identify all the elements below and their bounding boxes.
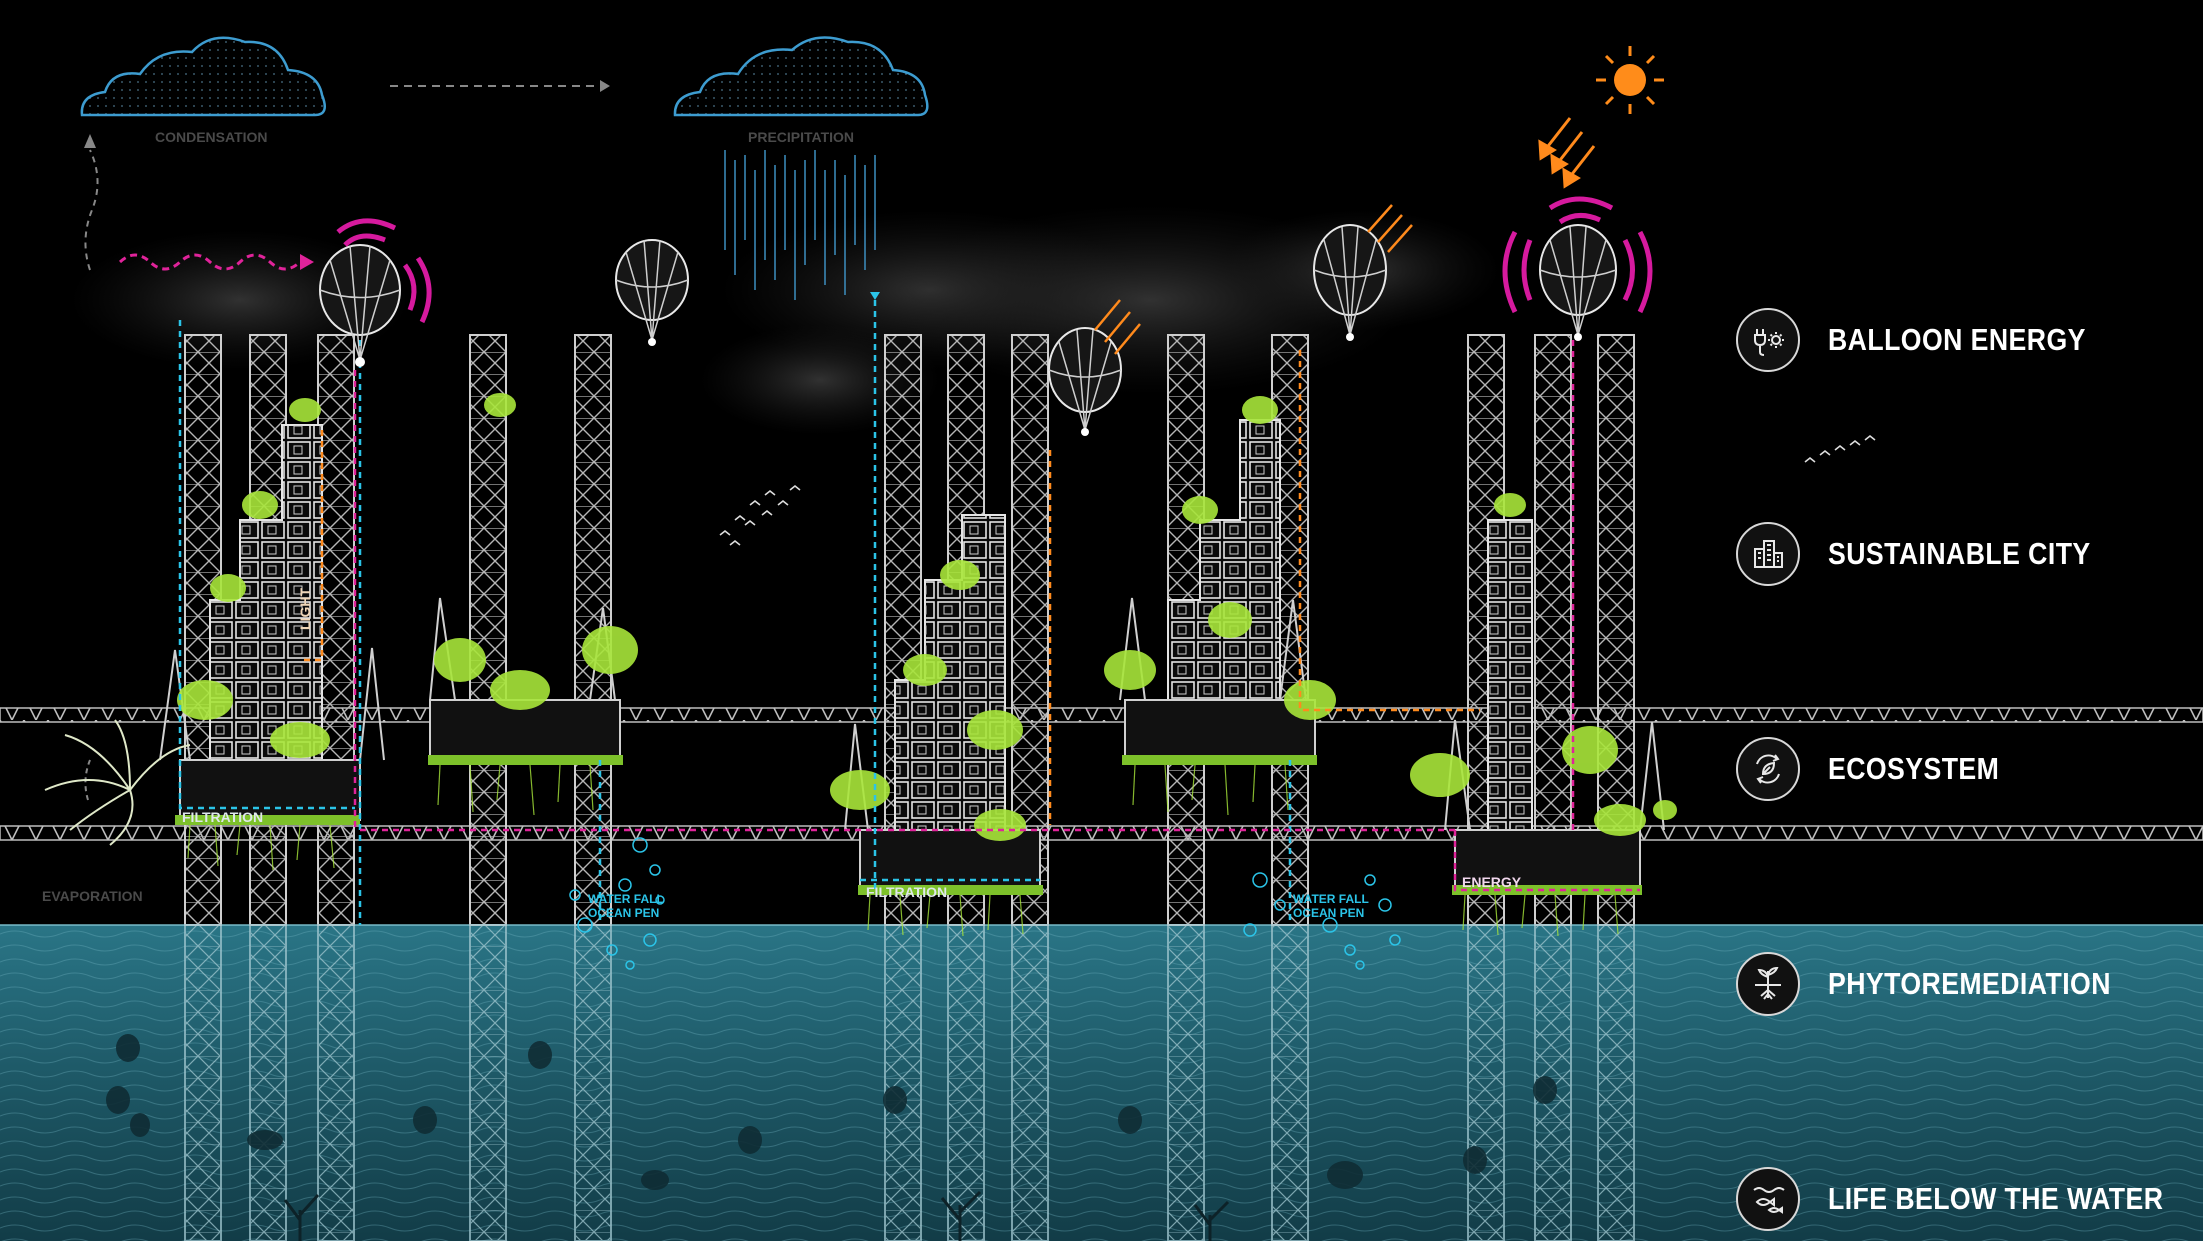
legend-item-ecosystem: ECOSYSTEM: [1736, 733, 2027, 805]
rain-lines: [724, 150, 876, 300]
energy-flow-lines: [353, 340, 1640, 892]
sunlight-arrows: [1538, 117, 1596, 189]
water-fall-label-2: WATER FALL: [1293, 892, 1369, 906]
lattice-columns: [184, 334, 1635, 1241]
condensation-cloud: [80, 36, 327, 117]
sea-life: [106, 1034, 1557, 1190]
evaporation-label: EVAPORATION: [42, 888, 143, 904]
evaporation-rise-arrowhead: [84, 134, 96, 148]
legend-item-phytoremediation: PHYTOREMEDIATION: [1736, 948, 2157, 1020]
bird-flock-right: [1804, 434, 1876, 463]
legend-label-life-below-the-water: LIFE BELOW THE WATER: [1828, 1181, 2164, 1216]
balloon-2: [615, 239, 689, 346]
ocean-pen-label-1: OCEAN PEN: [588, 906, 659, 920]
plug-sun-icon: [1736, 308, 1800, 372]
condensation-label: CONDENSATION: [155, 129, 268, 145]
light-label: LIGHT: [297, 588, 313, 630]
vegetation: [177, 393, 1677, 841]
sea-wave-texture: [0, 925, 2203, 1241]
water-flow-lines: [178, 300, 1292, 925]
balloon-5: [1539, 224, 1617, 341]
legend-item-life-below-the-water: LIFE BELOW THE WATER: [1736, 1163, 2203, 1235]
filtration-label-left: FILTRATION: [182, 809, 263, 825]
balloon-light-arrows: [1094, 204, 1413, 355]
legend-item-sustainable-city: SUSTAINABLE CITY: [1736, 518, 2133, 590]
legend-label-balloon-energy: BALLOON ENERGY: [1828, 322, 2086, 357]
bird-flock-left: [719, 484, 801, 546]
water-drop-marker: [870, 292, 880, 300]
balloon-3: [1048, 327, 1122, 436]
fern-plant: [44, 719, 191, 846]
evaporation-wave-arrowhead: [300, 254, 314, 270]
filtration-label-center: FILTRATION: [866, 884, 947, 900]
diagram-labels: CONDENSATION PRECIPITATION EVAPORATION F…: [42, 129, 1522, 920]
water-fall-label-1: WATER FALL: [588, 892, 664, 906]
bubbles: [569, 837, 1401, 970]
legend-label-phytoremediation: PHYTOREMEDIATION: [1828, 966, 2111, 1001]
precipitation-cloud: [673, 36, 929, 117]
balloon-4: [1313, 224, 1387, 341]
hanging-roots: [187, 764, 1619, 937]
city-buildings-icon: [1736, 522, 1800, 586]
cloud-flow-arrowhead: [600, 80, 610, 92]
legend-label-sustainable-city: SUSTAINABLE CITY: [1828, 536, 2091, 571]
energy-label: ENERGY: [1462, 874, 1522, 890]
coral: [283, 1190, 1230, 1241]
evaporation-rise-arrow: [84, 149, 99, 271]
light-flow-lines: [300, 350, 1480, 825]
leaf-cycle-icon: [1736, 737, 1800, 801]
precipitation-label: PRECIPITATION: [748, 129, 854, 145]
fish-wave-icon: [1736, 1167, 1800, 1231]
plant-roots-icon: [1736, 952, 1800, 1016]
platform-decks: [175, 699, 1642, 895]
wireless-signal-arcs: [336, 196, 1653, 324]
sun-icon: [1596, 46, 1664, 114]
legend-item-balloon-energy: BALLOON ENERGY: [1736, 304, 2128, 376]
residential-block-towers: [209, 419, 1533, 861]
legend-label-ecosystem: ECOSYSTEM: [1828, 751, 2000, 786]
ocean-pen-label-2: OCEAN PEN: [1293, 906, 1364, 920]
balloon-1: [319, 244, 401, 367]
evaporation-wave-arrow: [118, 253, 302, 271]
